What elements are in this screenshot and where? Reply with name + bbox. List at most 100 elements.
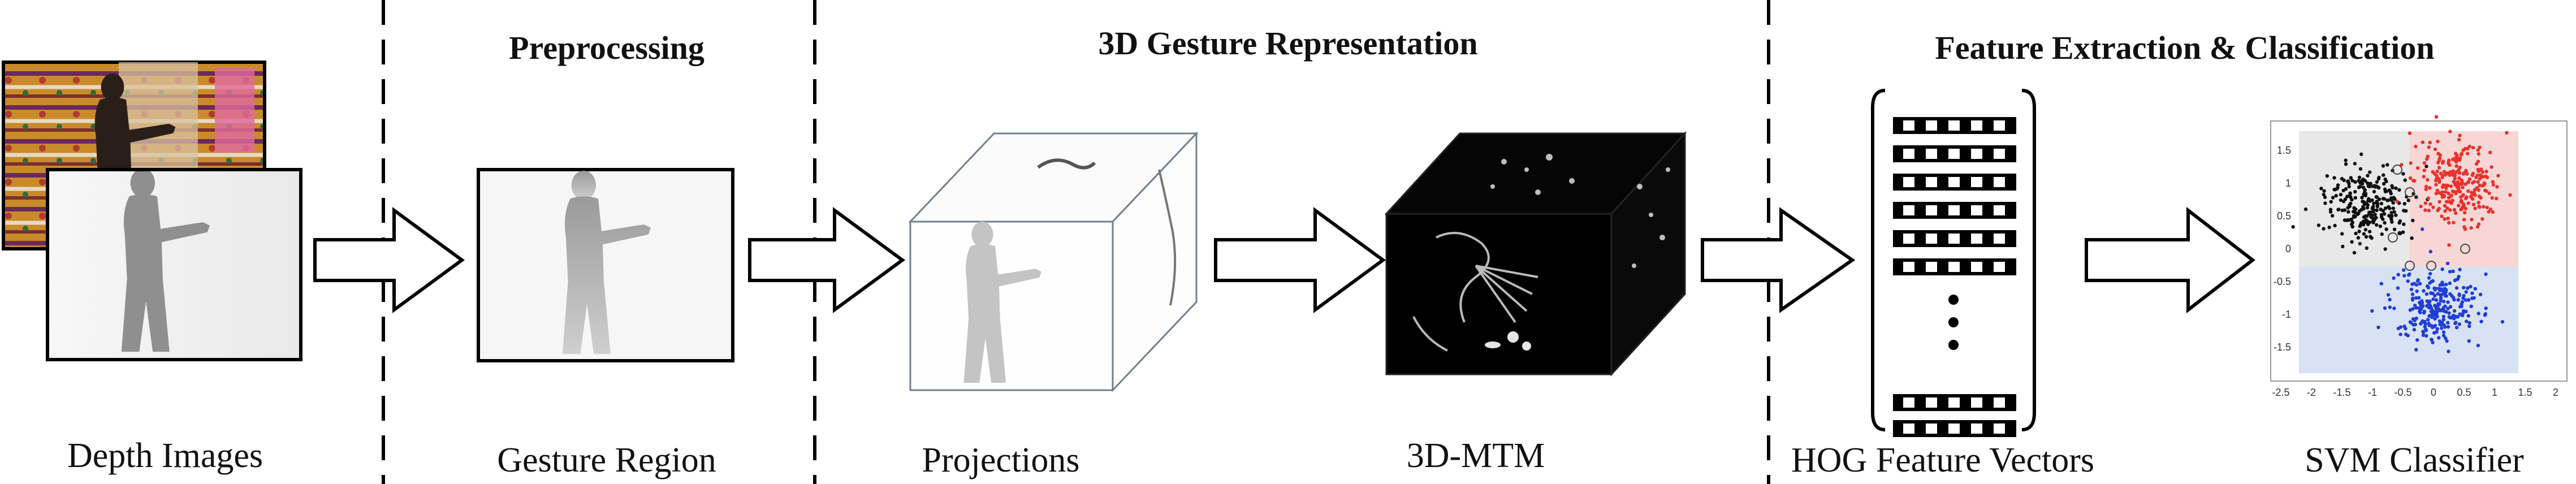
svm-point <box>2383 206 2388 210</box>
svm-point <box>2449 316 2453 320</box>
svm-point <box>2375 208 2379 213</box>
svm-point <box>2424 334 2428 338</box>
support-vector <box>2460 244 2470 254</box>
svm-point <box>2460 302 2463 306</box>
svm-point <box>2375 180 2379 184</box>
svm-point <box>2396 273 2400 276</box>
svm-point <box>2429 309 2433 313</box>
svm-point <box>2381 197 2385 201</box>
svm-point <box>2432 172 2437 176</box>
svm-point <box>2389 216 2393 220</box>
svm-point <box>2422 289 2426 293</box>
svm-point <box>2352 206 2356 210</box>
svm-point <box>2406 334 2410 338</box>
svm-point <box>2470 291 2474 295</box>
svm-point <box>2316 223 2321 227</box>
svm-point <box>2484 306 2488 310</box>
svm-point <box>2371 219 2375 223</box>
svm-point <box>2397 188 2401 192</box>
svm-point <box>2434 286 2437 291</box>
svm-point <box>2491 210 2495 214</box>
support-vector <box>2405 187 2415 197</box>
svm-point <box>2402 274 2406 278</box>
svm-point <box>2422 161 2427 165</box>
svm-point <box>2389 198 2393 202</box>
svm-point <box>2377 185 2381 190</box>
svm-point <box>2466 286 2470 290</box>
svm-point <box>2444 190 2448 194</box>
svm-point <box>2380 232 2384 236</box>
svm-point <box>2463 182 2467 186</box>
svm-point <box>2473 206 2477 210</box>
svm-point <box>2376 325 2380 330</box>
svm-point <box>2402 268 2406 272</box>
svm-point <box>2423 319 2427 324</box>
svm-point <box>2411 296 2415 300</box>
svm-point <box>2356 236 2361 240</box>
region-blue <box>2299 267 2518 373</box>
svm-point <box>2369 215 2374 219</box>
svm-point <box>2457 176 2461 180</box>
support-vector <box>2426 261 2436 271</box>
svm-point <box>2461 193 2465 197</box>
svm-point <box>2418 282 2422 286</box>
svm-point <box>2421 330 2425 334</box>
svm-point <box>2424 165 2428 168</box>
svm-point <box>2453 152 2458 155</box>
svm-point <box>2389 192 2393 196</box>
svm-point <box>2454 211 2458 215</box>
svm-point <box>2419 303 2423 307</box>
svm-point <box>2365 246 2368 250</box>
svm-point <box>2366 174 2370 178</box>
svm-point <box>2489 165 2493 169</box>
svm-point <box>2381 173 2385 177</box>
svm-point <box>2447 349 2450 353</box>
x-tick-label: 1 <box>2492 387 2497 398</box>
svm-point <box>2471 202 2476 206</box>
svm-point <box>2448 163 2452 167</box>
svm-point <box>2391 201 2395 205</box>
svm-point <box>2344 218 2349 222</box>
svm-point <box>2447 158 2451 162</box>
svm-point <box>2434 183 2438 187</box>
svm-point <box>2440 267 2444 271</box>
svm-point <box>2421 333 2426 338</box>
svm-point <box>2406 198 2410 202</box>
svm-point <box>2319 187 2323 191</box>
svm-point <box>2417 296 2421 300</box>
svm-point <box>2441 330 2446 334</box>
svm-point <box>2443 173 2448 177</box>
svm-point <box>2431 340 2435 344</box>
svm-point <box>2437 336 2441 340</box>
svm-point <box>2430 338 2434 342</box>
svm-point <box>2375 205 2379 209</box>
svm-point <box>2440 214 2444 218</box>
svm-point <box>2439 299 2443 302</box>
svm-point <box>2442 323 2446 327</box>
svm-point <box>2435 330 2439 334</box>
svm-point <box>2419 204 2423 209</box>
svm-point <box>2409 161 2413 165</box>
svm-point <box>2357 175 2362 179</box>
svm-point <box>2491 180 2495 184</box>
svm-point <box>2454 170 2458 174</box>
svm-point <box>2392 276 2396 280</box>
svm-point <box>2471 146 2475 150</box>
svm-point <box>2383 306 2387 310</box>
svm-point <box>2470 197 2475 201</box>
svm-point <box>2417 306 2421 310</box>
y-tick-label: 0.5 <box>2277 210 2291 222</box>
label-svm-classifier: SVM Classifier <box>2305 441 2524 479</box>
svm-point <box>2323 195 2327 200</box>
svm-point <box>2354 231 2358 236</box>
svm-point <box>2448 292 2452 296</box>
svm-point <box>2425 304 2429 308</box>
svm-point <box>2447 191 2450 196</box>
svm-point <box>2437 319 2441 323</box>
svm-point <box>2443 209 2447 213</box>
svm-point <box>2477 195 2482 198</box>
svm-point <box>2428 272 2432 276</box>
svm-point <box>2332 176 2336 180</box>
x-tick-label: -1 <box>2368 387 2377 398</box>
svm-point <box>2441 183 2445 187</box>
